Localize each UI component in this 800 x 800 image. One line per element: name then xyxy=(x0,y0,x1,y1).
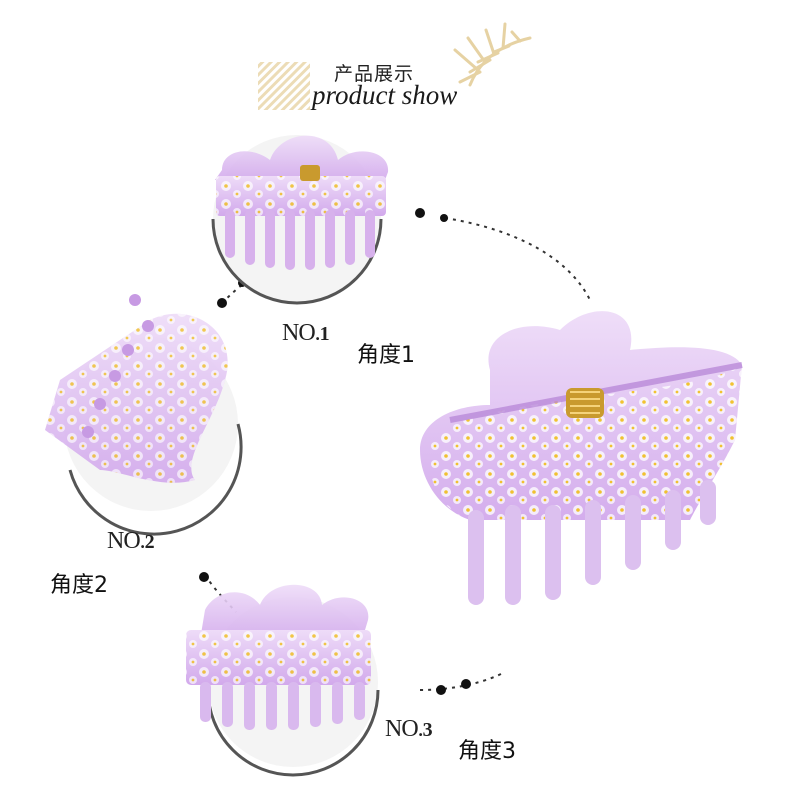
hair-clip-view-3 xyxy=(186,584,371,730)
hair-clip-main xyxy=(420,311,743,605)
section-title-cn: 产品展示 xyxy=(334,63,415,85)
view-number-2: NO.2 xyxy=(107,528,155,554)
view-angle-1: 角度1 xyxy=(357,343,415,368)
view-angle-2: 角度2 xyxy=(50,573,108,598)
view-number-3: NO.3 xyxy=(385,716,433,742)
palm-leaf-icon xyxy=(453,22,532,87)
striped-square-icon xyxy=(258,62,310,110)
section-title-en: product show xyxy=(312,80,458,110)
view-angle-3: 角度3 xyxy=(458,739,516,764)
gold-spring xyxy=(566,388,604,418)
hair-clip-view-2 xyxy=(45,294,228,483)
view-number-1: NO.1 xyxy=(282,320,330,346)
hair-clip-view-1 xyxy=(215,135,389,270)
connector-lines xyxy=(204,217,591,691)
